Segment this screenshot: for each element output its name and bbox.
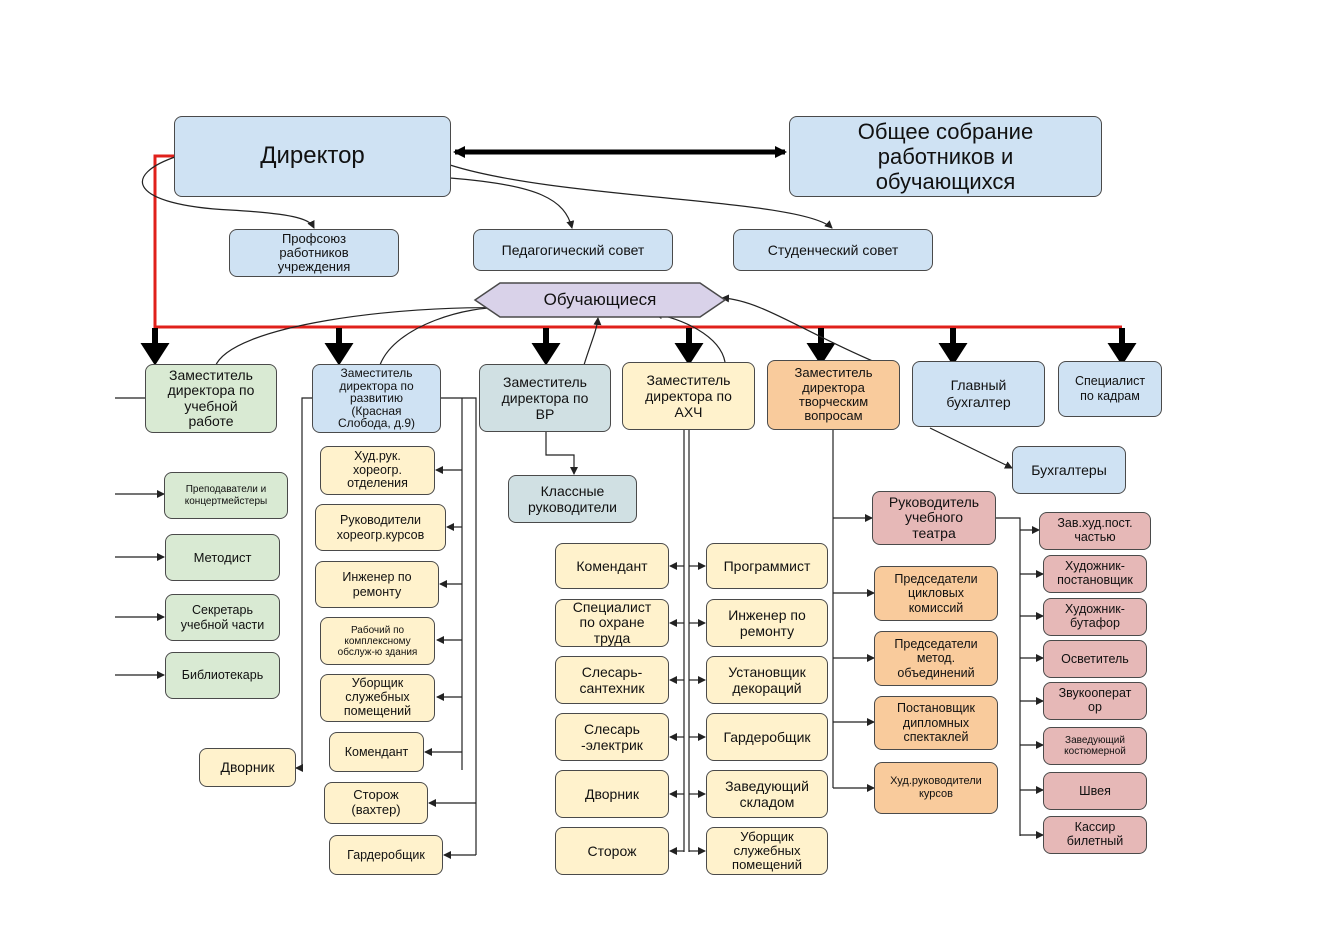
hr-specialist-box: Специалист по кадрам: [1058, 361, 1162, 417]
ahch-right-item: Уборщик служебных помещений: [706, 827, 828, 875]
creative-staff-item: Постановщик дипломных спектаклей: [874, 696, 998, 750]
theatre-tree: [996, 517, 1044, 839]
ahch-left-item: Сторож: [555, 827, 669, 875]
theatre-staff-item: Художник- бутафор: [1043, 598, 1147, 636]
ahch-right-item: Установщик декораций: [706, 656, 828, 704]
development-staff-item: Сторож (вахтер): [324, 782, 428, 824]
general-assembly-box: Общее собрание работников и обучающихся: [789, 116, 1102, 197]
theatre-staff-item: Зав.худ.пост. частью: [1039, 512, 1151, 550]
development-staff-item: Уборщик служебных помещений: [320, 674, 435, 722]
accounting-link: [929, 427, 1013, 469]
theatre-head-box: Руководитель учебного театра: [872, 491, 996, 545]
ahch-left-item: Дворник: [555, 770, 669, 818]
accountants-box: Бухгалтеры: [1012, 446, 1126, 494]
theatre-staff-item: Осветитель: [1043, 640, 1147, 678]
class-teachers-box: Классные руководители: [508, 475, 637, 523]
deputy-vr-box: Заместитель директора по ВР: [479, 364, 611, 432]
student-council-box: Студенческий совет: [733, 229, 933, 271]
theatre-staff-item: Заведующий костюмерной: [1043, 727, 1147, 765]
student-curves: [214, 294, 876, 368]
deputy-development-box: Заместитель директора по развитию (Красн…: [312, 364, 441, 433]
theatre-staff-item: Звукооперат ор: [1043, 682, 1147, 720]
union-box: Профсоюз работников учреждения: [229, 229, 399, 277]
deputy-academic-box: Заместитель директора по учебной работе: [145, 364, 277, 433]
development-staff-item: Руководители хореогр.курсов: [315, 504, 446, 551]
development-staff-item: Инженер по ремонту: [315, 561, 439, 608]
creative-staff-item: Председатели метод. объединений: [874, 631, 998, 686]
academic-staff-teachers: Преподаватели и концертмейстеры: [164, 472, 288, 519]
creative-tree: [832, 430, 875, 792]
students-label: Обучающиеся: [543, 290, 657, 309]
deputy-creative-box: Заместитель директора творческим вопроса…: [767, 360, 900, 430]
ahch-right-item: Заведующий складом: [706, 770, 828, 818]
development-staff-item: Рабочий по комплексному обслуж-ю здания: [320, 617, 435, 665]
students-hexagon: [473, 282, 727, 318]
theatre-staff-item: Кассир билетный: [1043, 816, 1147, 854]
academic-staff-secretary: Секретарь учебной части: [165, 594, 280, 641]
creative-staff-item: Худ.руководители курсов: [874, 762, 998, 814]
creative-staff-item: Председатели цикловых комиссий: [874, 566, 998, 621]
theatre-staff-item: Художник- постановщик: [1043, 555, 1147, 593]
academic-arrows: [115, 490, 165, 679]
vr-tree: [545, 432, 578, 475]
ahch-right-item: Программист: [706, 543, 828, 589]
ahch-right-item: Гардеробщик: [706, 713, 828, 761]
ahch-tree: [669, 430, 706, 855]
chief-accountant-box: Главный бухгалтер: [912, 361, 1045, 427]
ahch-left-item: Комендант: [555, 543, 669, 589]
development-tree: [295, 397, 477, 859]
ahch-left-item: Слесарь- сантехник: [555, 656, 669, 704]
development-staff-item: Худ.рук. хореогр. отделения: [320, 446, 435, 495]
development-staff-item: Комендант: [329, 732, 424, 772]
development-staff-item: Гардеробщик: [329, 835, 443, 875]
theatre-staff-item: Швея: [1043, 772, 1147, 810]
ahch-right-item: Инженер по ремонту: [706, 599, 828, 647]
red-distribution-line: [153, 154, 1122, 329]
pedagogical-council-box: Педагогический совет: [473, 229, 673, 271]
deputy-ahch-box: Заместитель директора по АХЧ: [622, 362, 755, 430]
academic-staff-librarian: Библиотекарь: [165, 652, 280, 699]
deputy-arrows: [140, 328, 1137, 366]
director-box: Директор: [174, 116, 451, 197]
janitor-left-box: Дворник: [199, 748, 296, 787]
academic-staff-methodist: Методист: [165, 534, 280, 581]
council-curves: [142, 155, 833, 229]
ahch-left-item: Специалист по охране труда: [555, 599, 669, 647]
ahch-left-item: Слесарь -электрик: [555, 713, 669, 761]
